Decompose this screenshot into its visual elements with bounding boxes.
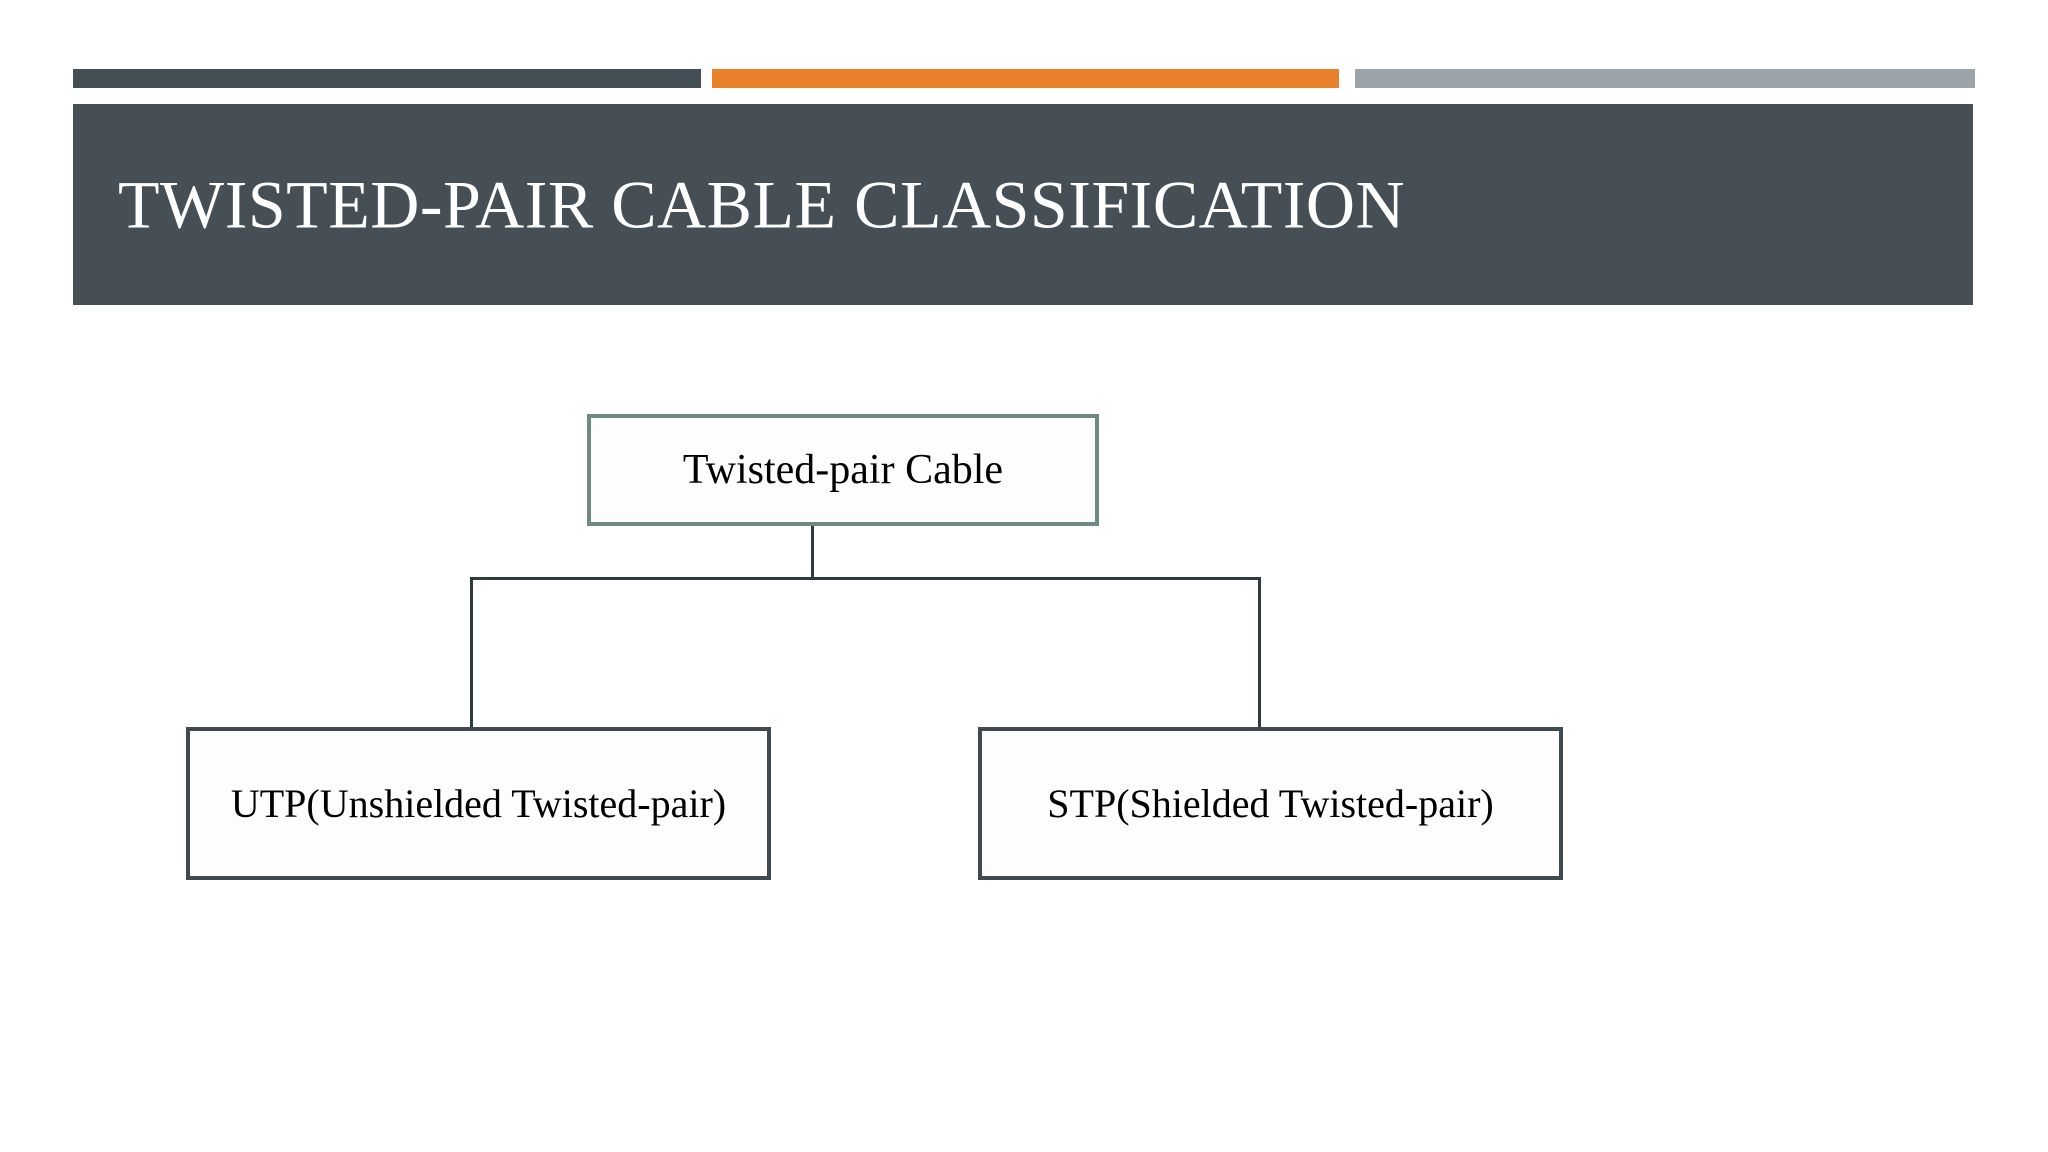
accent-bar-dark xyxy=(73,69,701,88)
node-utp: UTP(Unshielded Twisted-pair) xyxy=(186,727,771,880)
connector-to-utp xyxy=(470,577,473,729)
node-twisted-pair-cable-label: Twisted-pair Cable xyxy=(682,447,1004,493)
node-twisted-pair-cable: Twisted-pair Cable xyxy=(587,414,1099,526)
connector-root-stem xyxy=(811,526,814,579)
connector-to-stp xyxy=(1258,577,1261,729)
node-utp-label: UTP(Unshielded Twisted-pair) xyxy=(230,781,727,826)
node-stp: STP(Shielded Twisted-pair) xyxy=(978,727,1563,880)
accent-bar-orange xyxy=(712,69,1339,88)
accent-bar-gray xyxy=(1355,69,1975,88)
page-title: TWISTED-PAIR CABLE CLASSIFICATION xyxy=(118,165,1406,242)
title-banner: TWISTED-PAIR CABLE CLASSIFICATION xyxy=(73,104,1973,305)
node-stp-label: STP(Shielded Twisted-pair) xyxy=(1047,781,1494,826)
connector-horizontal-bar xyxy=(470,577,1261,580)
